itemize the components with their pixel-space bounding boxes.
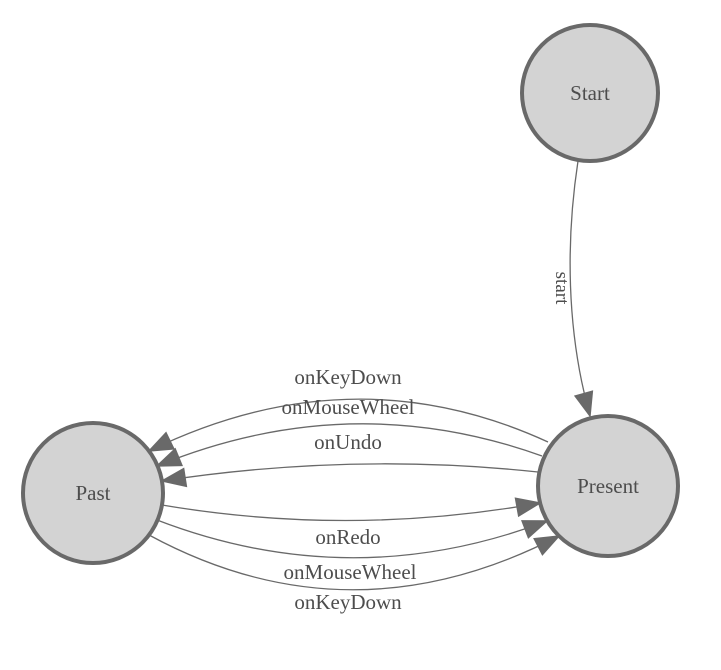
- edge-label-onmousewheel-upper: onMouseWheel: [282, 395, 415, 419]
- node-present-label: Present: [577, 474, 639, 498]
- node-past: Past: [21, 421, 165, 565]
- node-start-circle: [520, 23, 660, 163]
- node-present-circle: [536, 414, 680, 558]
- edge-past-to-present-onkeydown: [148, 534, 561, 591]
- node-past-label: Past: [75, 481, 110, 505]
- edge-label-onkeydown-lower: onKeyDown: [294, 590, 402, 614]
- node-start-label: Start: [570, 81, 610, 105]
- node-past-circle: [21, 421, 165, 565]
- edge-present-to-past-onundo: [160, 463, 539, 488]
- edge-present-to-past-onkeydown: [147, 398, 549, 452]
- node-present: Present: [536, 414, 680, 558]
- edge-label-onredo: onRedo: [315, 525, 380, 549]
- node-start: Start: [520, 23, 660, 163]
- edge-labels-group: start onKeyDown onMouseWheel onUndo onRe…: [282, 272, 572, 614]
- edges-group: [147, 160, 594, 591]
- edge-label-start: start: [551, 272, 572, 305]
- edge-start-to-present: [569, 160, 594, 418]
- edge-label-onkeydown-upper: onKeyDown: [294, 365, 402, 389]
- edge-label-onundo: onUndo: [314, 430, 382, 454]
- edge-label-onmousewheel-lower: onMouseWheel: [284, 560, 417, 584]
- edge-past-to-present-onmousewheel: [156, 519, 549, 559]
- edge-past-to-present-onredo: [161, 497, 542, 522]
- edge-present-to-past-onmousewheel: [155, 423, 543, 467]
